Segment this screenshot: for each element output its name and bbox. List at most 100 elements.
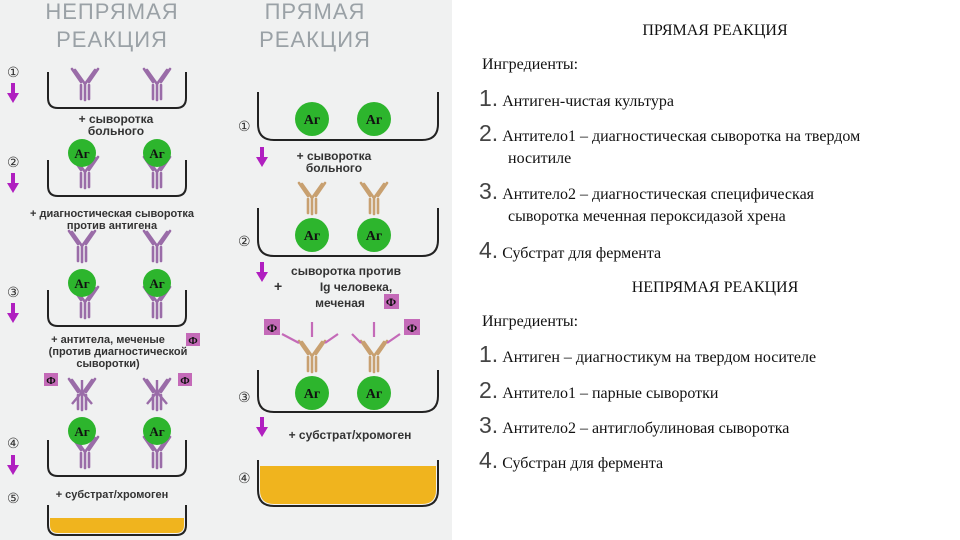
step-arrow	[5, 301, 21, 325]
svg-text:Аг: Аг	[366, 387, 382, 402]
antibody-icon	[146, 380, 168, 405]
direct-column-title: ПРЯМАЯ РЕАКЦИЯ	[259, 0, 371, 52]
svg-text:Ф: Ф	[267, 321, 277, 335]
enzyme-icon	[178, 373, 192, 386]
svg-text:Аг: Аг	[74, 276, 89, 291]
direct-item-continuation: сыворотка меченная пероксидазой хрена	[508, 208, 786, 225]
svg-text:Аг: Аг	[149, 424, 164, 439]
indirect-column-title: НЕПРЯМАЯ РЕАКЦИЯ	[45, 0, 179, 52]
svg-text:Ф: Ф	[407, 321, 417, 335]
svg-text:+ субстрат/хромоген: + субстрат/хромоген	[56, 489, 169, 501]
svg-text:Ф: Ф	[386, 295, 396, 309]
antigen-icon	[143, 269, 171, 297]
svg-text:Ф: Ф	[180, 375, 190, 387]
svg-text:②: ②	[7, 156, 20, 171]
svg-text:Аг: Аг	[149, 146, 164, 161]
substrate-fill	[50, 518, 184, 533]
svg-text:Аг: Аг	[366, 229, 382, 244]
indirect-reaction-heading: НЕПРЯМАЯ РЕАКЦИЯ	[631, 279, 799, 296]
antigen-icon	[68, 417, 96, 445]
enzyme-linker	[351, 322, 401, 344]
enzyme-icon	[44, 373, 58, 386]
svg-text:+ диагностическая сыворотка: + диагностическая сыворотка	[30, 208, 195, 220]
step-arrow	[5, 81, 21, 105]
direct-item: 3.Антитело2 – диагностическая специфичес…	[479, 178, 815, 204]
svg-text:①: ①	[238, 120, 251, 135]
well	[47, 160, 187, 197]
indirect-item: 2.Антитело1 – парные сыворотки	[479, 377, 719, 403]
svg-text:меченая: меченая	[315, 296, 365, 310]
step-arrow	[254, 145, 270, 169]
svg-text:+ субстрат/хромоген: + субстрат/хромоген	[289, 428, 412, 442]
antigen-icon	[143, 139, 171, 167]
svg-text:+ сыворотка: + сыворотка	[79, 112, 154, 126]
antigen-icon	[68, 139, 96, 167]
svg-text:Аг: Аг	[304, 229, 320, 244]
svg-text:против антигена: против антигена	[67, 220, 158, 232]
svg-text:Ф: Ф	[188, 335, 198, 347]
antibody-icon	[142, 67, 172, 102]
well	[257, 92, 439, 141]
enzyme-icon	[404, 319, 420, 335]
svg-text:Ф: Ф	[46, 375, 56, 387]
enzyme-label-icon	[186, 333, 200, 346]
svg-text:④: ④	[7, 437, 20, 452]
svg-text:Аг: Аг	[304, 113, 320, 128]
direct-item: 4.Субстрат для фермента	[479, 237, 662, 263]
direct-ingredients-label: Ингредиенты:	[482, 56, 579, 73]
svg-text:Аг: Аг	[304, 387, 320, 402]
diagram-panel	[0, 0, 452, 540]
svg-text:⑤: ⑤	[7, 492, 20, 507]
svg-text:③: ③	[238, 391, 251, 406]
antibody-icon	[297, 339, 327, 374]
antigen-icon	[357, 218, 391, 252]
svg-text:Аг: Аг	[74, 424, 89, 439]
svg-text:сыворотки): сыворотки)	[76, 358, 140, 370]
antigen-icon	[357, 376, 391, 410]
svg-text:③: ③	[7, 286, 20, 301]
svg-text:+ антитела, меченые: + антитела, меченые	[51, 334, 165, 346]
antigen-icon	[68, 269, 96, 297]
well	[257, 460, 439, 507]
svg-text:больного: больного	[306, 161, 362, 175]
step-arrow	[5, 171, 21, 195]
svg-text:Аг: Аг	[149, 276, 164, 291]
substrate-fill	[260, 466, 436, 504]
direct-item: 2.Антитело1 – диагностическая сыворотка …	[479, 120, 861, 146]
step-arrow	[254, 260, 270, 284]
step-marker: ①	[7, 66, 20, 81]
svg-text:+ сыворотка: + сыворотка	[297, 149, 372, 163]
elisa-diagram: ① + сыворотка больного ② Аг Аг + диагнос…	[5, 66, 439, 536]
enzyme-linker	[281, 322, 339, 344]
svg-text:Ig человека,: Ig человека,	[320, 280, 392, 294]
indirect-item: 4.Субстран для фермента	[479, 447, 664, 473]
antibody-icon	[142, 229, 172, 264]
svg-text:сыворотка против: сыворотка против	[291, 264, 401, 278]
well	[47, 72, 187, 109]
svg-text:②: ②	[238, 235, 251, 250]
step-arrow	[254, 415, 270, 439]
well	[47, 290, 187, 327]
direct-item-continuation: носитиле	[508, 150, 572, 167]
well	[257, 370, 439, 413]
antibody-icon	[359, 339, 389, 374]
svg-text:Аг: Аг	[74, 146, 89, 161]
indirect-ingredients-label: Ингредиенты:	[482, 313, 579, 330]
direct-reaction-heading: ПРЯМАЯ РЕАКЦИЯ	[642, 22, 788, 39]
antibody-icon	[67, 229, 97, 264]
antigen-icon	[295, 218, 329, 252]
antigen-icon	[295, 376, 329, 410]
well	[47, 505, 187, 536]
svg-text:④: ④	[238, 472, 251, 487]
antibody-icon	[297, 181, 327, 216]
svg-text:(против диагностической: (против диагностической	[49, 346, 188, 358]
antigen-icon	[357, 102, 391, 136]
step-arrow	[5, 453, 21, 477]
well	[257, 208, 439, 257]
svg-text:Аг: Аг	[366, 113, 382, 128]
antibody-icon	[359, 181, 389, 216]
antibody-icon	[70, 67, 100, 102]
antigen-icon	[295, 102, 329, 136]
enzyme-label-icon	[384, 294, 399, 309]
direct-item: 1.Антиген-чистая культура	[479, 85, 674, 111]
